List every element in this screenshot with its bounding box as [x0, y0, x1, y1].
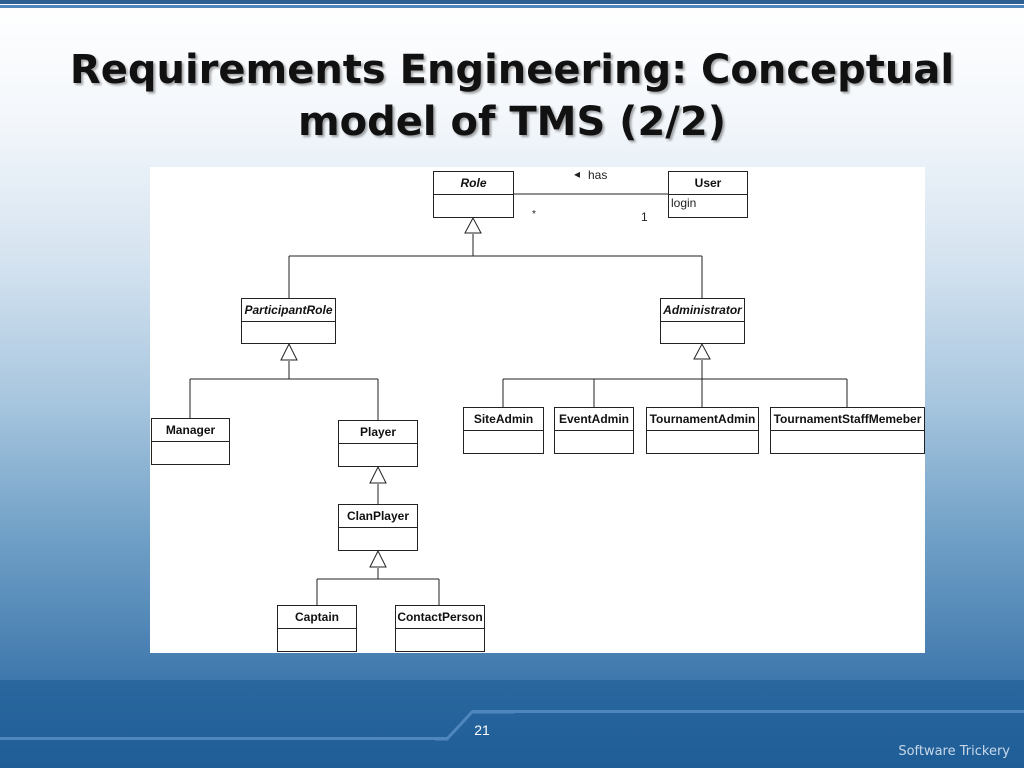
footer-line-left: [0, 737, 447, 740]
user-multiplicity: 1: [641, 210, 648, 224]
class-siteadmin: SiteAdmin: [463, 407, 544, 454]
class-name: ContactPerson: [396, 606, 484, 629]
class-name: Manager: [152, 419, 229, 442]
class-name: SiteAdmin: [464, 408, 543, 431]
class-contactperson: ContactPerson: [395, 605, 485, 652]
association-label: has: [588, 168, 608, 182]
generalization-arrow-role: [464, 216, 482, 234]
class-attribute: login: [671, 196, 697, 210]
class-manager: Manager: [151, 418, 230, 465]
top-band: [0, 0, 1024, 4]
class-name: Administrator: [661, 299, 744, 322]
generalization-arrow-player: [369, 465, 387, 484]
association-direction-icon: ◂: [574, 167, 581, 181]
generalization-arrow-participantrole: [280, 342, 298, 361]
footer-line-right: [472, 710, 1024, 713]
class-eventadmin: EventAdmin: [554, 407, 634, 454]
class-name: TournamentAdmin: [647, 408, 758, 431]
brand-logo: Software Trickery: [898, 744, 1010, 759]
diagram-connectors: [189, 193, 848, 605]
class-name: TournamentStaffMemeber: [771, 408, 924, 431]
class-name: Role: [434, 172, 513, 195]
class-administrator: Administrator: [660, 298, 745, 344]
class-role: Role: [433, 171, 514, 218]
generalization-arrow-clanplayer: [369, 549, 387, 568]
class-name: Captain: [278, 606, 356, 629]
class-name: Player: [339, 421, 417, 444]
class-tournamentadmin: TournamentAdmin: [646, 407, 759, 454]
class-participantrole: ParticipantRole: [241, 298, 336, 344]
class-clanplayer: ClanPlayer: [338, 504, 418, 551]
uml-class-diagram: ◂ has * 1 Role User login ParticipantRol…: [150, 167, 925, 653]
page-number: 21: [474, 722, 490, 738]
slide-title: Requirements Engineering: Conceptual mod…: [40, 44, 984, 148]
class-player: Player: [338, 420, 418, 467]
class-name: EventAdmin: [555, 408, 633, 431]
class-tournamentstaffmember: TournamentStaffMemeber: [770, 407, 925, 454]
class-name: ClanPlayer: [339, 505, 417, 528]
class-user: User login: [668, 171, 748, 218]
generalization-arrow-administrator: [693, 342, 711, 360]
class-name: User: [669, 172, 747, 195]
footer-band: [0, 680, 1024, 768]
role-multiplicity: *: [532, 209, 536, 220]
title-line-1: Requirements Engineering: Conceptual: [69, 47, 955, 93]
title-line-2: model of TMS (2/2): [297, 99, 727, 145]
class-name: ParticipantRole: [242, 299, 335, 322]
class-captain: Captain: [277, 605, 357, 652]
top-band-accent: [0, 5, 1024, 8]
